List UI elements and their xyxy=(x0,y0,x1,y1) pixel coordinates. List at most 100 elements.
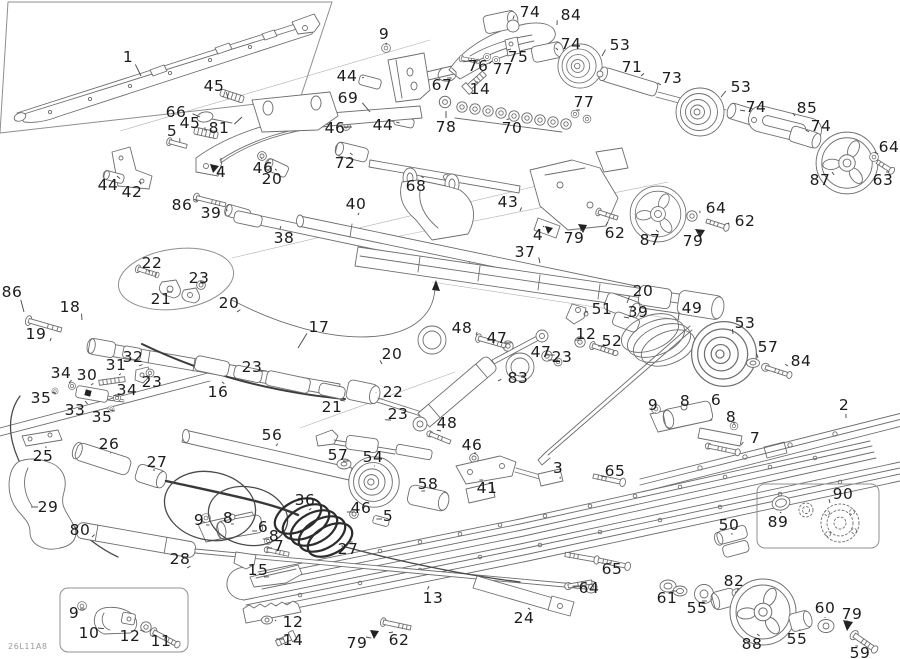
part-label-8: 8 xyxy=(268,527,280,545)
part-label-74: 74 xyxy=(519,3,541,21)
part-label-15: 15 xyxy=(247,561,269,579)
part-label-4: 4 xyxy=(532,226,544,244)
part-crossbar xyxy=(472,473,631,617)
part-label-23: 23 xyxy=(551,348,573,366)
part-label-60: 60 xyxy=(814,599,836,617)
part-axle-adjuster xyxy=(714,525,750,558)
part-label-84: 84 xyxy=(560,6,582,24)
part-label-72: 72 xyxy=(334,154,356,172)
part-label-79: 79 xyxy=(563,229,585,247)
part-label-8: 8 xyxy=(725,408,737,426)
part-label-67: 67 xyxy=(431,76,453,94)
part-label-12: 12 xyxy=(282,613,304,631)
part-label-75: 75 xyxy=(507,48,529,66)
part-label-11: 11 xyxy=(150,632,172,650)
part-label-65: 65 xyxy=(601,560,623,578)
part-label-61: 61 xyxy=(656,589,678,607)
part-linkage xyxy=(181,429,554,485)
part-label-22: 22 xyxy=(141,254,163,272)
part-label-86: 86 xyxy=(171,196,193,214)
part-label-1: 1 xyxy=(122,48,134,66)
part-label-20: 20 xyxy=(261,170,283,188)
part-label-74: 74 xyxy=(560,35,582,53)
part-label-41: 41 xyxy=(476,479,498,497)
part-label-45: 45 xyxy=(179,114,201,132)
part-label-56: 56 xyxy=(261,426,283,444)
part-label-16: 16 xyxy=(207,383,229,401)
part-label-30: 30 xyxy=(76,366,98,384)
part-label-21: 21 xyxy=(150,290,172,308)
part-label-87: 87 xyxy=(639,231,661,249)
part-label-71: 71 xyxy=(621,58,643,76)
part-label-33: 33 xyxy=(64,401,86,419)
part-label-46: 46 xyxy=(461,436,483,454)
part-label-9: 9 xyxy=(193,511,205,529)
part-label-63: 63 xyxy=(872,171,894,189)
part-bottom-left xyxy=(8,429,598,594)
part-arm-hardware xyxy=(437,53,500,95)
part-label-28: 28 xyxy=(169,550,191,568)
part-rear-wheel-group xyxy=(659,578,879,654)
part-label-78: 78 xyxy=(435,118,457,136)
inset-box-sprocket xyxy=(756,483,880,549)
part-label-57: 57 xyxy=(327,446,349,464)
part-label-20: 20 xyxy=(632,282,654,300)
part-label-86: 86 xyxy=(1,283,23,301)
part-rear-mount-bracket xyxy=(529,147,730,243)
part-label-62: 62 xyxy=(388,631,410,649)
part-label-45: 45 xyxy=(203,77,225,95)
part-label-26: 26 xyxy=(98,435,120,453)
part-label-23: 23 xyxy=(387,405,409,423)
part-link-hardware xyxy=(475,292,641,367)
part-label-73: 73 xyxy=(661,69,683,87)
part-label-3: 3 xyxy=(552,459,564,477)
part-label-49: 49 xyxy=(681,299,703,317)
part-label-77: 77 xyxy=(492,60,514,78)
part-label-46: 46 xyxy=(350,499,372,517)
inset-detail-circle xyxy=(117,247,440,338)
part-label-8: 8 xyxy=(679,392,691,410)
part-label-5: 5 xyxy=(382,507,394,525)
part-label-39: 39 xyxy=(200,204,222,222)
part-label-90: 90 xyxy=(832,485,854,503)
part-label-85: 85 xyxy=(796,99,818,117)
part-label-53: 53 xyxy=(730,78,752,96)
part-label-43: 43 xyxy=(497,193,519,211)
part-label-31: 31 xyxy=(105,356,127,374)
part-label-9: 9 xyxy=(647,396,659,414)
part-label-8: 8 xyxy=(222,509,234,527)
part-label-40: 40 xyxy=(345,195,367,213)
part-label-59: 59 xyxy=(849,644,871,659)
part-label-46: 46 xyxy=(252,159,274,177)
part-label-87: 87 xyxy=(809,171,831,189)
part-torsion-spring-right xyxy=(537,313,793,466)
part-label-10: 10 xyxy=(78,624,100,642)
part-label-12: 12 xyxy=(119,627,141,645)
part-label-57: 57 xyxy=(757,338,779,356)
part-center-bracket xyxy=(400,167,475,241)
part-top-right-wheels xyxy=(557,43,896,195)
part-washer-set xyxy=(438,95,592,133)
part-label-21: 21 xyxy=(321,398,343,416)
part-label-34: 34 xyxy=(50,364,72,382)
part-label-51: 51 xyxy=(591,300,613,318)
part-label-64: 64 xyxy=(578,579,600,597)
part-label-44: 44 xyxy=(97,176,119,194)
part-label-79: 79 xyxy=(682,232,704,250)
part-label-83: 83 xyxy=(507,369,529,387)
part-label-6: 6 xyxy=(710,391,722,409)
part-label-54: 54 xyxy=(362,448,384,466)
part-label-46: 46 xyxy=(324,119,346,137)
part-label-23: 23 xyxy=(141,373,163,391)
part-label-7: 7 xyxy=(273,537,285,555)
part-center-shock xyxy=(412,329,549,445)
part-runner-rail xyxy=(226,461,900,618)
part-label-44: 44 xyxy=(372,116,394,134)
part-label-53: 53 xyxy=(734,314,756,332)
part-torsion-spring-left xyxy=(163,470,521,583)
part-label-5: 5 xyxy=(166,122,178,140)
part-label-82: 82 xyxy=(723,572,745,590)
part-label-62: 62 xyxy=(604,224,626,242)
part-label-88: 88 xyxy=(741,635,763,653)
